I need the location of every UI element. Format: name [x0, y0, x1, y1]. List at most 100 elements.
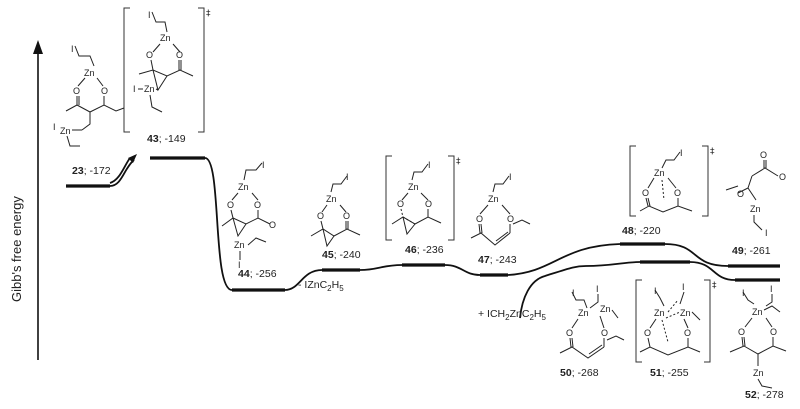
svg-text:I: I [148, 10, 151, 20]
svg-text:Zn: Zn [326, 194, 337, 204]
path-arrow-icon [128, 154, 137, 163]
structure-47: I Zn O O [470, 172, 531, 246]
svg-text:Zn: Zn [408, 182, 419, 192]
structure-43: I Zn O O I Zn [133, 10, 194, 113]
path-47-48 [507, 243, 621, 276]
svg-text:Zn: Zn [60, 126, 71, 136]
svg-text:Zn: Zn [753, 368, 764, 378]
bracket-48: ‡ [629, 145, 715, 217]
y-axis-title: Gibb's free energy [9, 196, 24, 302]
label-51: 51; -255 [650, 367, 689, 379]
path-44-45 [284, 269, 323, 291]
svg-text:O: O [176, 50, 183, 60]
svg-text:Zn: Zn [752, 307, 763, 317]
structure-50: I I Zn Zn O O [559, 284, 625, 359]
label-45: 45; -240 [322, 249, 361, 261]
label-47: 47; -243 [478, 254, 517, 266]
path-50-51 [585, 261, 641, 267]
svg-text:I: I [71, 44, 74, 54]
svg-text:O: O [101, 86, 108, 96]
label-44: 44; -256 [238, 268, 277, 280]
svg-text:I: I [346, 172, 349, 182]
svg-text:Zn: Zn [238, 182, 249, 192]
path-51-52 [689, 261, 736, 281]
svg-text:O: O [760, 150, 767, 160]
svg-text:Zn: Zn [750, 204, 761, 214]
ts-symbol-43: ‡ [206, 9, 211, 19]
label-46: 46; -236 [405, 244, 444, 256]
svg-text:O: O [269, 220, 276, 230]
ts-symbol-51: ‡ [712, 281, 717, 291]
svg-text:O: O [770, 327, 777, 337]
svg-text:I: I [262, 160, 265, 170]
svg-text:I: I [238, 260, 241, 270]
label-50: 50; -268 [560, 367, 599, 379]
svg-text:Zn: Zn [680, 308, 691, 318]
svg-text:Zn: Zn [654, 168, 665, 178]
svg-text:I: I [770, 284, 773, 294]
structure-44: I Zn O O O Zn I [221, 160, 276, 270]
energy-profile [66, 154, 780, 319]
svg-text:O: O [227, 200, 234, 210]
svg-text:I: I [509, 172, 512, 182]
svg-text:Zn: Zn [654, 308, 665, 318]
path-23-43b [109, 157, 131, 184]
structure-49: O O O Zn I [725, 150, 786, 238]
loss-annotation: - IZnC2H5 [298, 279, 344, 293]
svg-text:Zn: Zn [160, 33, 171, 43]
svg-text:Zn: Zn [144, 84, 155, 94]
svg-text:O: O [343, 211, 350, 221]
label-49: 49; -261 [732, 245, 771, 257]
svg-text:O: O [476, 214, 483, 224]
svg-text:I: I [596, 284, 599, 294]
structure-52: I I Zn O O Zn [729, 284, 787, 389]
ts-symbol-48: ‡ [710, 147, 715, 157]
svg-text:O: O [254, 200, 261, 210]
svg-text:I: I [682, 282, 685, 292]
svg-text:O: O [674, 188, 681, 198]
path-45-46 [359, 264, 403, 271]
svg-text:Zn: Zn [234, 240, 245, 250]
svg-text:O: O [737, 189, 744, 199]
svg-text:I: I [765, 228, 768, 238]
svg-text:O: O [425, 199, 432, 209]
label-43: 43; -149 [147, 133, 186, 145]
svg-text:Zn: Zn [578, 308, 589, 318]
svg-text:O: O [507, 214, 514, 224]
structure-45: I Zn O O [310, 172, 361, 248]
path-48-49 [664, 243, 729, 267]
svg-text:Zn: Zn [488, 194, 499, 204]
bracket-46: ‡ [385, 155, 461, 241]
svg-text:O: O [317, 211, 324, 221]
svg-text:O: O [73, 86, 80, 96]
svg-text:I: I [53, 122, 56, 132]
structure-46: I Zn O O [391, 160, 442, 236]
structure-23: I Zn O O Zn I [53, 44, 125, 147]
svg-text:O: O [738, 327, 745, 337]
svg-text:O: O [146, 50, 153, 60]
structure-48: I Zn O O [639, 148, 693, 213]
label-52: 52; -278 [745, 389, 784, 401]
svg-text:I: I [428, 160, 431, 170]
svg-text:O: O [779, 172, 786, 182]
svg-text:I: I [572, 288, 575, 298]
svg-text:O: O [642, 188, 649, 198]
path-47-50 [519, 265, 587, 319]
y-axis [33, 40, 43, 360]
svg-text:Zn: Zn [600, 304, 611, 314]
structure-51: I I Zn Zn O O [639, 282, 701, 356]
gain-annotation: + ICH2ZnC2H5 [478, 308, 546, 322]
path-46-47 [444, 264, 481, 276]
bracket-51: ‡ [635, 279, 717, 363]
svg-text:O: O [684, 328, 691, 338]
svg-text:O: O [601, 328, 608, 338]
svg-text:O: O [644, 328, 651, 338]
svg-text:I: I [133, 84, 136, 94]
svg-text:Zn: Zn [84, 68, 95, 78]
path-23-43a [109, 159, 135, 187]
path-43-44 [204, 157, 233, 291]
axis-arrow-icon [33, 40, 43, 54]
svg-text:O: O [566, 328, 573, 338]
label-48: 48; -220 [622, 225, 661, 237]
label-23: 23; -172 [72, 165, 111, 177]
